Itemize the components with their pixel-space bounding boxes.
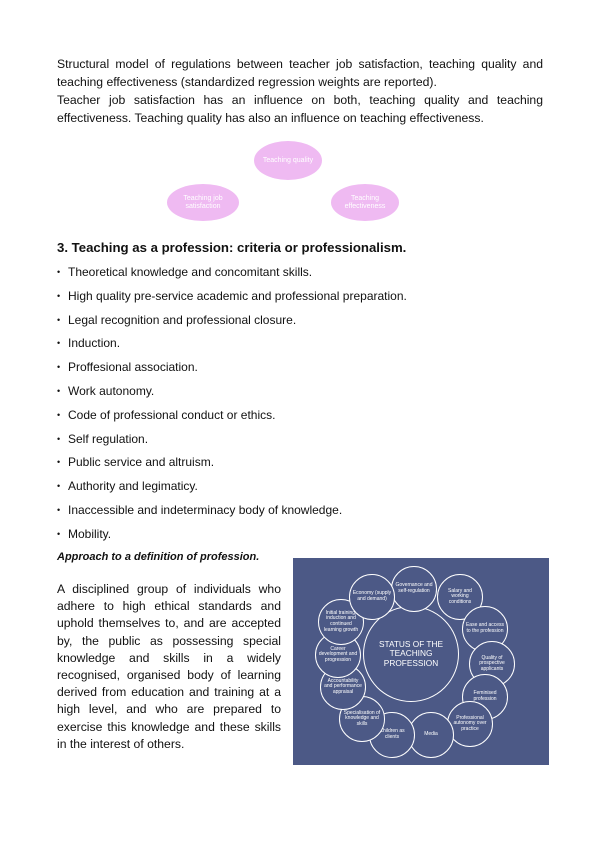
status-factor: Professional autonomy over practice — [447, 701, 493, 747]
criteria-item: Inaccessible and indeterminacy body of k… — [57, 502, 407, 526]
approach-title: Approach to a definition of profession. — [57, 551, 260, 563]
status-factor: Media — [408, 712, 454, 758]
status-center-circle: STATUS OF THE TEACHING PROFESSION — [363, 606, 459, 702]
criteria-item: Work autonomy. — [57, 383, 407, 407]
teaching-job-satisfaction-node: Teaching job satisfaction — [167, 184, 239, 221]
status-diagram: STATUS OF THE TEACHING PROFESSION Govern… — [293, 558, 549, 765]
criteria-item: Proffesional association. — [57, 359, 407, 383]
teaching-effectiveness-node: Teaching effectiveness — [331, 184, 399, 221]
criteria-item: Induction. — [57, 335, 407, 359]
status-factor: Economy (supply and demand) — [349, 574, 395, 620]
criteria-list: Theoretical knowledge and concomitant sk… — [57, 264, 407, 550]
criteria-item: Self regulation. — [57, 431, 407, 455]
criteria-item: Theoretical knowledge and concomitant sk… — [57, 264, 407, 288]
criteria-item: Mobility. — [57, 526, 407, 550]
criteria-item: Legal recognition and professional closu… — [57, 312, 407, 336]
intro-paragraph-2: Teacher job satisfaction has an influenc… — [57, 93, 543, 125]
status-factor: Governance and self-regulation — [391, 566, 437, 612]
criteria-item: Authority and legimaticy. — [57, 478, 407, 502]
teaching-quality-node: Teaching quality — [254, 141, 322, 180]
criteria-item: Public service and altruism. — [57, 454, 407, 478]
criteria-item: Code of professional conduct or ethics. — [57, 407, 407, 431]
intro-paragraph-1: Structural model of regulations between … — [57, 57, 543, 89]
criteria-item: High quality pre-service academic and pr… — [57, 288, 407, 312]
section-heading: 3. Teaching as a profession: criteria or… — [57, 240, 407, 255]
profession-definition: A disciplined group of individuals who a… — [57, 582, 281, 751]
